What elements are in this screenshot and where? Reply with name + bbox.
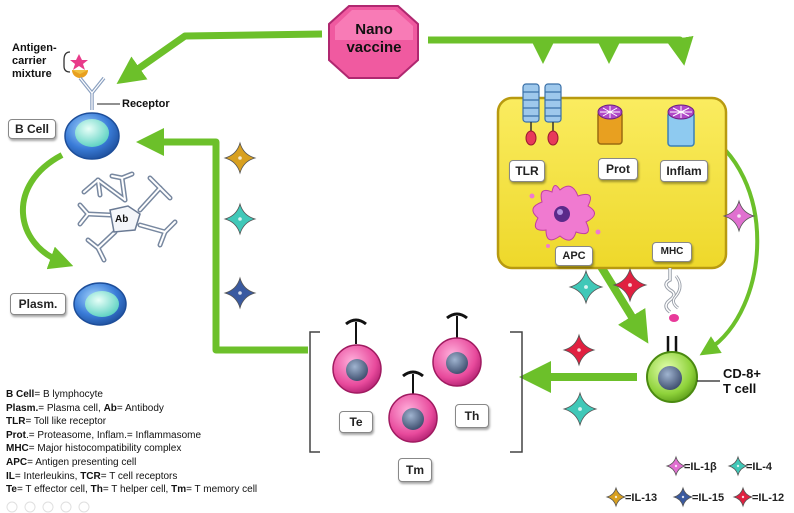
tlr-receptor-icon [522,83,562,146]
antigen-label-line2: carrier [12,55,47,67]
il4-marker-highlight [238,217,242,221]
il4-marker-highlight [584,285,588,289]
il15-marker-highlight [238,291,242,295]
legend-row: Plasm.= Plasma cell, Ab= Antibody [6,402,257,416]
nano-vaccine-line1: Nano [355,21,393,38]
legend-term: Tm [171,484,187,496]
legend-term: TCR [80,470,101,482]
legend-row: TLR= Toll like receptor [6,415,257,429]
apc-cell-icon [529,185,601,248]
legend-def: = T memory cell [186,484,258,496]
te-cell [332,318,382,394]
legend-def: = Major histocompatibility complex [28,443,182,455]
abbreviation-legend: B Cell= B lymphocyte Plasm.= Plasma cell… [6,388,257,497]
receptor-label: Receptor [122,98,170,110]
legend-term: Prot [6,429,26,441]
il1b-key-label: =IL-1β [684,461,717,473]
il12-marker-highlight [628,283,632,287]
plasma-cell [73,282,127,326]
legend-row: APC= Antigen presenting cell [6,456,257,470]
legend-term: Plasm. [6,402,39,414]
tm-label: Tm [398,458,432,482]
antigen-carrier-mixture-label: Antigen- carrier mixture [12,42,57,81]
legend-term: Ab [103,402,117,414]
il13-marker-highlight [238,156,242,160]
plasma-cell-label: Plasm. [10,293,66,315]
legend-def: = Antigen presenting cell [27,456,137,468]
il12-marker-highlight [577,348,581,352]
cd8-t-cell-label: CD-8+ T cell [723,366,761,396]
t-cell-bracket-left [309,331,320,453]
legend-def: = Interleukins, [14,470,81,482]
legend-row: B Cell= B lymphocyte [6,388,257,402]
t-cell-bracket-right [510,331,523,453]
legend-term: MHC [6,443,29,455]
il1b-marker-highlight [737,214,741,218]
antigen-label-line1: Antigen- [12,42,57,54]
legend-row: MHC= Major histocompatibility complex [6,442,257,456]
cytokine-markers [223,141,756,508]
il4-key-label: =IL-4 [746,461,772,473]
il1b-key-marker-highlight [674,464,678,468]
proteasome-icon [597,104,623,145]
il13-key-label: =IL-13 [625,492,658,504]
legend-def: = T cell receptors [100,470,178,482]
il15-key-marker-highlight [681,495,685,499]
inflam-label: Inflam [660,160,708,182]
legend-row: Te= T effector cell, Th= T helper cell, … [6,483,257,497]
il13-key-marker-highlight [614,495,618,499]
legend-row: Prot.= Proteasome, Inflam.= Inflammasome [6,429,257,443]
tm-cell [388,370,438,443]
apc-label: APC [555,246,593,266]
cd8-label-line2: T cell [723,381,757,396]
legend-def: = B lymphocyte [34,389,103,400]
mhc-molecule-icon [664,268,682,322]
legend-def: = T effector cell, [16,484,91,496]
cd8-label-line1: CD-8+ [723,366,761,381]
th-cell [432,312,482,387]
legend-def: = T helper cell, [102,484,172,496]
legend-term: Th [90,484,103,496]
il12-key-marker-highlight [741,495,745,499]
legend-def: .= Proteasome, Inflam.= Inflammasome [26,429,202,441]
legend-def: = Plasma cell, [38,402,104,414]
te-label: Te [339,411,373,433]
b-cell-label: B Cell [8,119,56,139]
nano-vaccine-line2: vaccine [346,39,402,56]
il4-key-marker-highlight [736,464,740,468]
tlr-label: TLR [509,160,545,182]
legend-term: APC [6,456,28,468]
il4-marker-highlight [578,407,582,411]
il12-key-label: =IL-12 [752,492,785,504]
mhc-label: MHC [652,242,692,262]
th-label: Th [455,404,489,428]
legend-def: = Antibody [116,402,164,414]
legend-row: IL= Interleukins, TCR= T cell receptors [6,470,257,484]
legend-term: Te [6,484,17,496]
nano-vaccine-label: Nano vaccine [339,21,409,57]
antigen-label-line3: mixture [12,68,52,80]
legend-term: IL [6,470,15,482]
legend-term: TLR [6,416,26,428]
antigen-carrier-icon [63,51,88,78]
legend-term: B Cell [6,389,35,400]
il15-key-label: =IL-15 [692,492,725,504]
ab-label: Ab [115,214,129,225]
prot-label: Prot [598,158,638,180]
b-cell [64,112,120,160]
inflammasome-icon [667,104,695,147]
legend-def: = Toll like receptor [25,416,107,428]
cd8-t-cell [646,336,720,403]
